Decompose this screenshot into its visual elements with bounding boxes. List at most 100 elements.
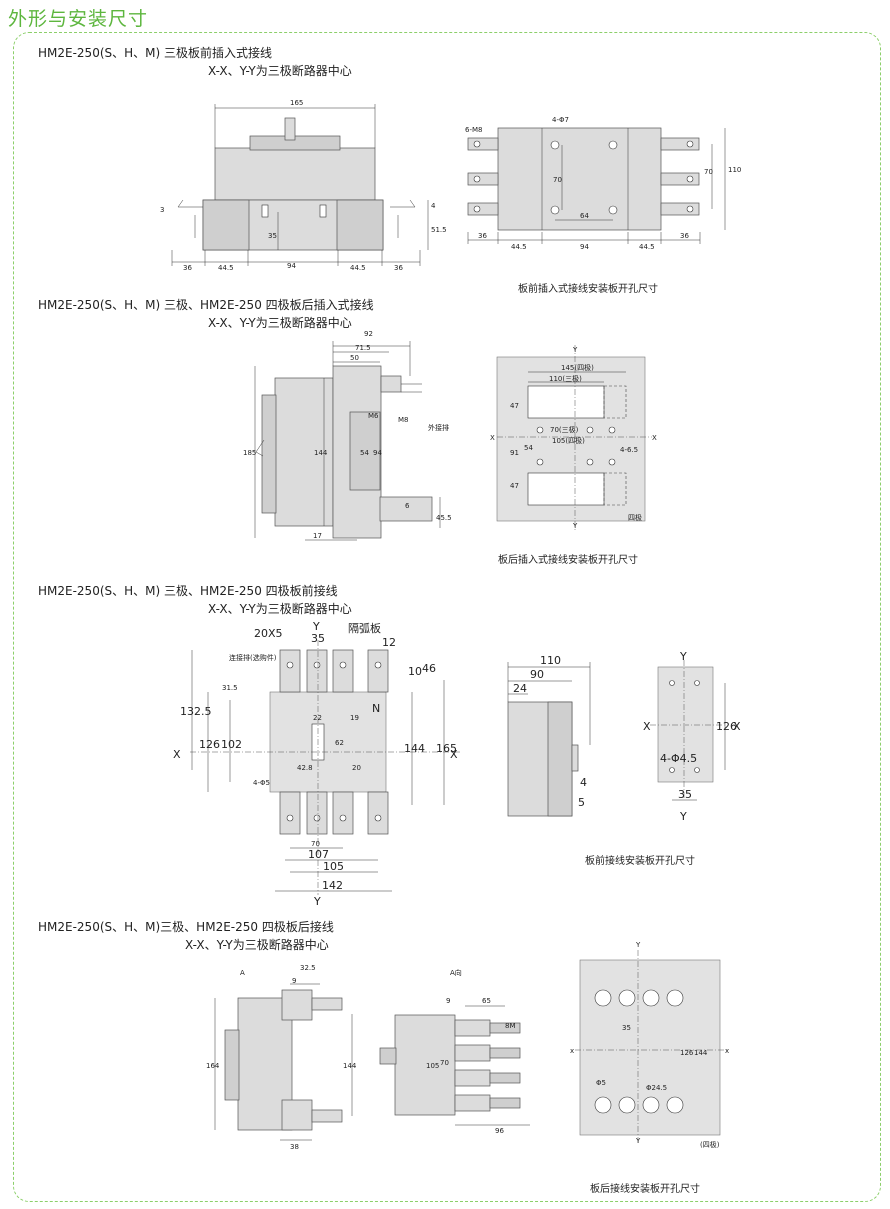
s2-dim-185: 185 (243, 449, 256, 457)
s3-4-phi5: 4-Φ5 (253, 779, 270, 787)
s2-dim-94: 94 (373, 449, 382, 457)
s3-dim-102: 102 (221, 738, 242, 751)
s3-dim-165: 165 (436, 742, 457, 755)
s3-plate-y-bottom: Y (679, 810, 687, 823)
s1-dim-165: 165 (290, 99, 303, 107)
s4-plate-144: 144 (694, 1049, 708, 1057)
s2-plate-54: 54 (524, 444, 533, 452)
s2-dim-45-5: 45.5 (436, 514, 452, 522)
section2-caption: 板后插入式接线安装板开孔尺寸 (498, 555, 638, 566)
section2-subheading: X-X、Y-Y为三极断路器中心 (208, 316, 352, 330)
s2-plate-x-left: X (490, 434, 495, 442)
section4-heading: HM2E-250(S、H、M)三极、HM2E-250 四极板后接线 (38, 920, 334, 934)
s1-plate-6-m8: 6-M8 (465, 126, 482, 134)
s1-dim-44-5a: 44.5 (218, 264, 234, 272)
s3-dim-70: 70 (311, 840, 320, 848)
s1-dim-94: 94 (287, 262, 296, 270)
s2-plate-y-top: Y (572, 346, 578, 354)
s3-plate-126: 126 (716, 720, 737, 733)
s2-plate-y-bottom: Y (572, 522, 578, 530)
s2-m6: M6 (368, 412, 379, 420)
s3-plate-x-right: X (733, 720, 741, 733)
s3-x-right: X (450, 748, 458, 761)
s4-a-dim-96: 96 (495, 1127, 504, 1135)
s3-dim-22: 22 (313, 714, 322, 722)
s2-m8: M8 (398, 416, 409, 424)
s2-plate-70: 70(三极) (550, 425, 579, 434)
s2-plate-47a: 47 (510, 402, 519, 410)
s4-plate-y-top: Y (635, 941, 641, 949)
s4-a-view-label: A向 (450, 968, 462, 977)
s4-plate-4pole: (四极) (700, 1140, 720, 1149)
s1-dim-36b: 36 (394, 264, 403, 272)
s3-dim-20x5: 20X5 (254, 627, 283, 640)
page-title: 外形与安装尺寸 (8, 8, 149, 30)
s3-dim-142: 142 (322, 879, 343, 892)
s3-plate-35: 35 (678, 788, 692, 801)
s4-a-dim-70: 70 (440, 1059, 449, 1067)
s4-plate-y-bottom: Y (635, 1137, 641, 1145)
s3-y-top: Y (312, 620, 320, 633)
s1-plate-64: 64 (580, 212, 589, 220)
s1-plate-70b: 70 (704, 168, 713, 176)
s4-dim-32-5: 32.5 (300, 964, 316, 972)
s4-plate-phi5: Φ5 (596, 1079, 606, 1087)
section2-heading: HM2E-250(S、H、M) 三极、HM2E-250 四极板后插入式接线 (38, 298, 374, 312)
s4-plate-x-right: x (725, 1047, 729, 1055)
s1-plate-110: 110 (728, 166, 741, 174)
s2-plate-4-6-5: 4-6.5 (620, 446, 638, 454)
s3-dim-46: 46 (422, 662, 436, 675)
s3-dim-31-5: 31.5 (222, 684, 238, 692)
s3-gehu: 隔弧板 (348, 621, 381, 635)
s1-dim-35: 35 (268, 232, 277, 240)
s1-plate-70: 70 (553, 176, 562, 184)
s4-dim-144: 144 (343, 1062, 357, 1070)
section1-heading: HM2E-250(S、H、M) 三极板前插入式接线 (38, 46, 273, 60)
section3-caption: 板前接线安装板开孔尺寸 (585, 856, 695, 867)
s4-dim-9: 9 (292, 977, 296, 985)
s4-plate-phi24-5: Φ24.5 (646, 1084, 667, 1092)
s3-dim-144: 144 (404, 742, 425, 755)
s3-side-view: 110 90 24 4 5 (507, 654, 591, 817)
content-frame (13, 32, 881, 1202)
s4-plate-126: 126 (680, 1049, 694, 1057)
s3-lianjie: 连接排(选购件) (229, 653, 277, 662)
s4-plate: Y Y x x 35 126 144 Φ5 Φ24.5 (四极) (570, 941, 729, 1149)
s3-dim-42-8: 42.8 (297, 764, 313, 772)
s3-dim-35: 35 (311, 632, 325, 645)
s3-dim-12: 12 (382, 636, 396, 649)
s4-a-view: A向 9 65 8M 70 105 96 (379, 968, 530, 1135)
s3-front-view: 20X5 Y 35 隔弧板 12 连接排(选购件) 132.5 31.5 22 … (173, 620, 460, 908)
s2-dim-6: 6 (405, 502, 410, 510)
s3-dim-132-5: 132.5 (180, 705, 212, 718)
s3-dim-126: 126 (199, 738, 220, 751)
s3-side-110: 110 (540, 654, 561, 667)
section1-subheading: X-X、Y-Y为三极断路器中心 (208, 64, 352, 78)
s1-plate: 6-M8 4-Φ7 70 64 70 110 36 44.5 94 44.5 3… (465, 116, 741, 251)
s4-a-marker: A (240, 969, 245, 977)
s1-plate-4-phi7: 4-Φ7 (552, 116, 569, 124)
s2-plate-47b: 47 (510, 482, 519, 490)
s1-dim-36a: 36 (183, 264, 192, 272)
s2-dim-144: 144 (314, 449, 328, 457)
s3-dim-19: 19 (350, 714, 359, 722)
s3-dim-62: 62 (335, 739, 344, 747)
s1-plate-36b: 36 (680, 232, 689, 240)
s3-plate-y-top: Y (679, 650, 687, 663)
s3-dim-107: 107 (308, 848, 329, 861)
s2-plate-145: 145(四极) (561, 363, 594, 372)
s2-plate: Y Y X X 145(四极) 110(三极) 47 70(三极) 105(四极… (490, 345, 657, 530)
s1-plate-94: 94 (580, 243, 589, 251)
section1-caption: 板前插入式接线安装板开孔尺寸 (518, 284, 658, 295)
s2-dim-17: 17 (313, 532, 322, 540)
s2-dim-71-5: 71.5 (355, 344, 371, 352)
s4-side-view: A 32.5 9 164 144 38 (206, 964, 357, 1151)
s1-dim-51-5: 51.5 (431, 226, 447, 234)
s2-ext: 外接排 (428, 423, 449, 432)
s3-side-4: 4 (580, 776, 587, 789)
section4-subheading: X-X、Y-Y为三极断路器中心 (185, 938, 329, 952)
s1-dim-44-5b: 44.5 (350, 264, 366, 272)
s4-a-dim-9: 9 (446, 997, 450, 1005)
s3-x-left: X (173, 748, 181, 761)
